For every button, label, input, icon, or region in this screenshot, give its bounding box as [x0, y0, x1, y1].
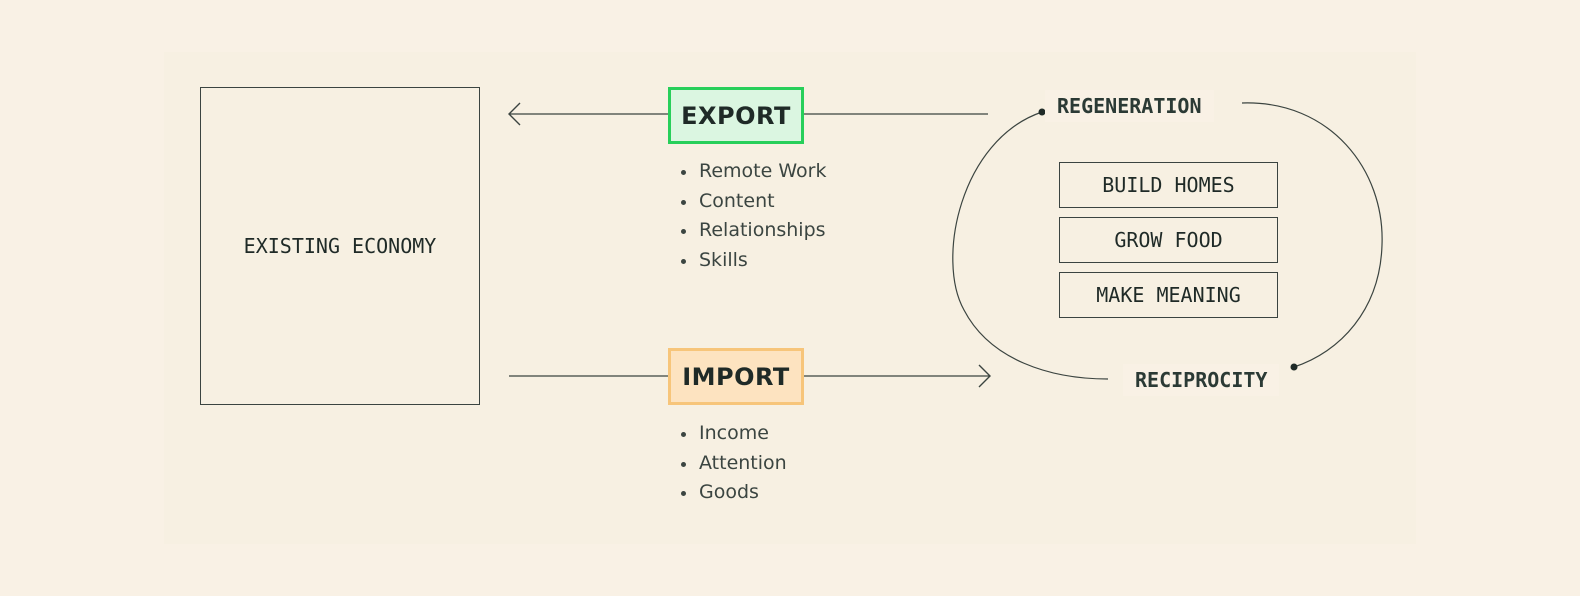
cycle-arc-right — [1241, 102, 1383, 368]
cycle-dot-bottom — [1290, 363, 1298, 371]
export-item: Skills — [680, 246, 826, 276]
import-item: Income — [680, 419, 787, 449]
existing-economy-label: EXISTING ECONOMY — [243, 234, 437, 258]
export-item: Content — [680, 187, 826, 217]
import-tag: IMPORT — [668, 348, 804, 405]
regeneration-label: REGENERATION — [1045, 90, 1214, 122]
cycle-dot-top — [1038, 108, 1046, 116]
grow-food-box: GROW FOOD — [1059, 217, 1278, 263]
reciprocity-label: RECIPROCITY — [1123, 364, 1280, 396]
build-homes-box: BUILD HOMES — [1059, 162, 1278, 208]
export-item: Remote Work — [680, 157, 826, 187]
export-item: Relationships — [680, 216, 826, 246]
import-list: Income Attention Goods — [680, 419, 787, 508]
export-list: Remote Work Content Relationships Skills — [680, 157, 826, 275]
import-item: Attention — [680, 449, 787, 479]
export-tag: EXPORT — [668, 87, 804, 144]
existing-economy-box: EXISTING ECONOMY — [200, 87, 480, 405]
export-arrowhead — [508, 102, 521, 126]
make-meaning-box: MAKE MEANING — [1059, 272, 1278, 318]
import-item: Goods — [680, 478, 787, 508]
cycle-arc-left — [952, 111, 1109, 380]
import-arrowhead — [978, 364, 991, 388]
